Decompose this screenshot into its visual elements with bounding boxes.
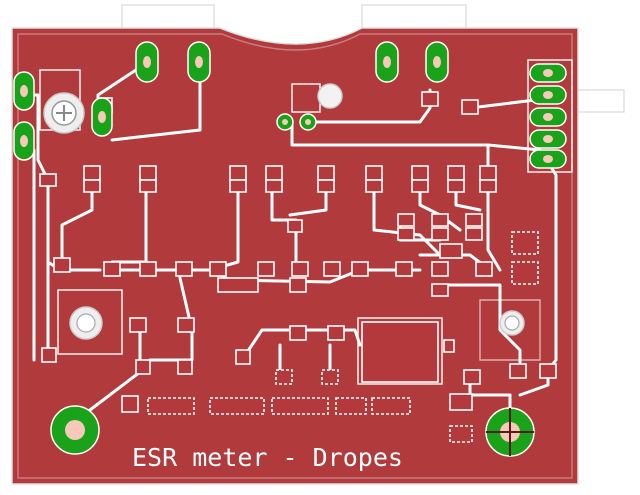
board-edge-outline bbox=[17, 33, 573, 479]
header-pin-outline bbox=[577, 89, 625, 113]
mounting-hole-icon bbox=[69, 83, 525, 340]
large-terminal-pads bbox=[50, 405, 535, 457]
silkscreen-outlines bbox=[39, 32, 573, 385]
board-title-label: ESR meter - Dropes bbox=[132, 443, 403, 472]
trimmer-potentiometer-icon bbox=[43, 92, 85, 134]
through-hole-pads bbox=[13, 41, 567, 169]
smd-pads bbox=[39, 91, 557, 443]
